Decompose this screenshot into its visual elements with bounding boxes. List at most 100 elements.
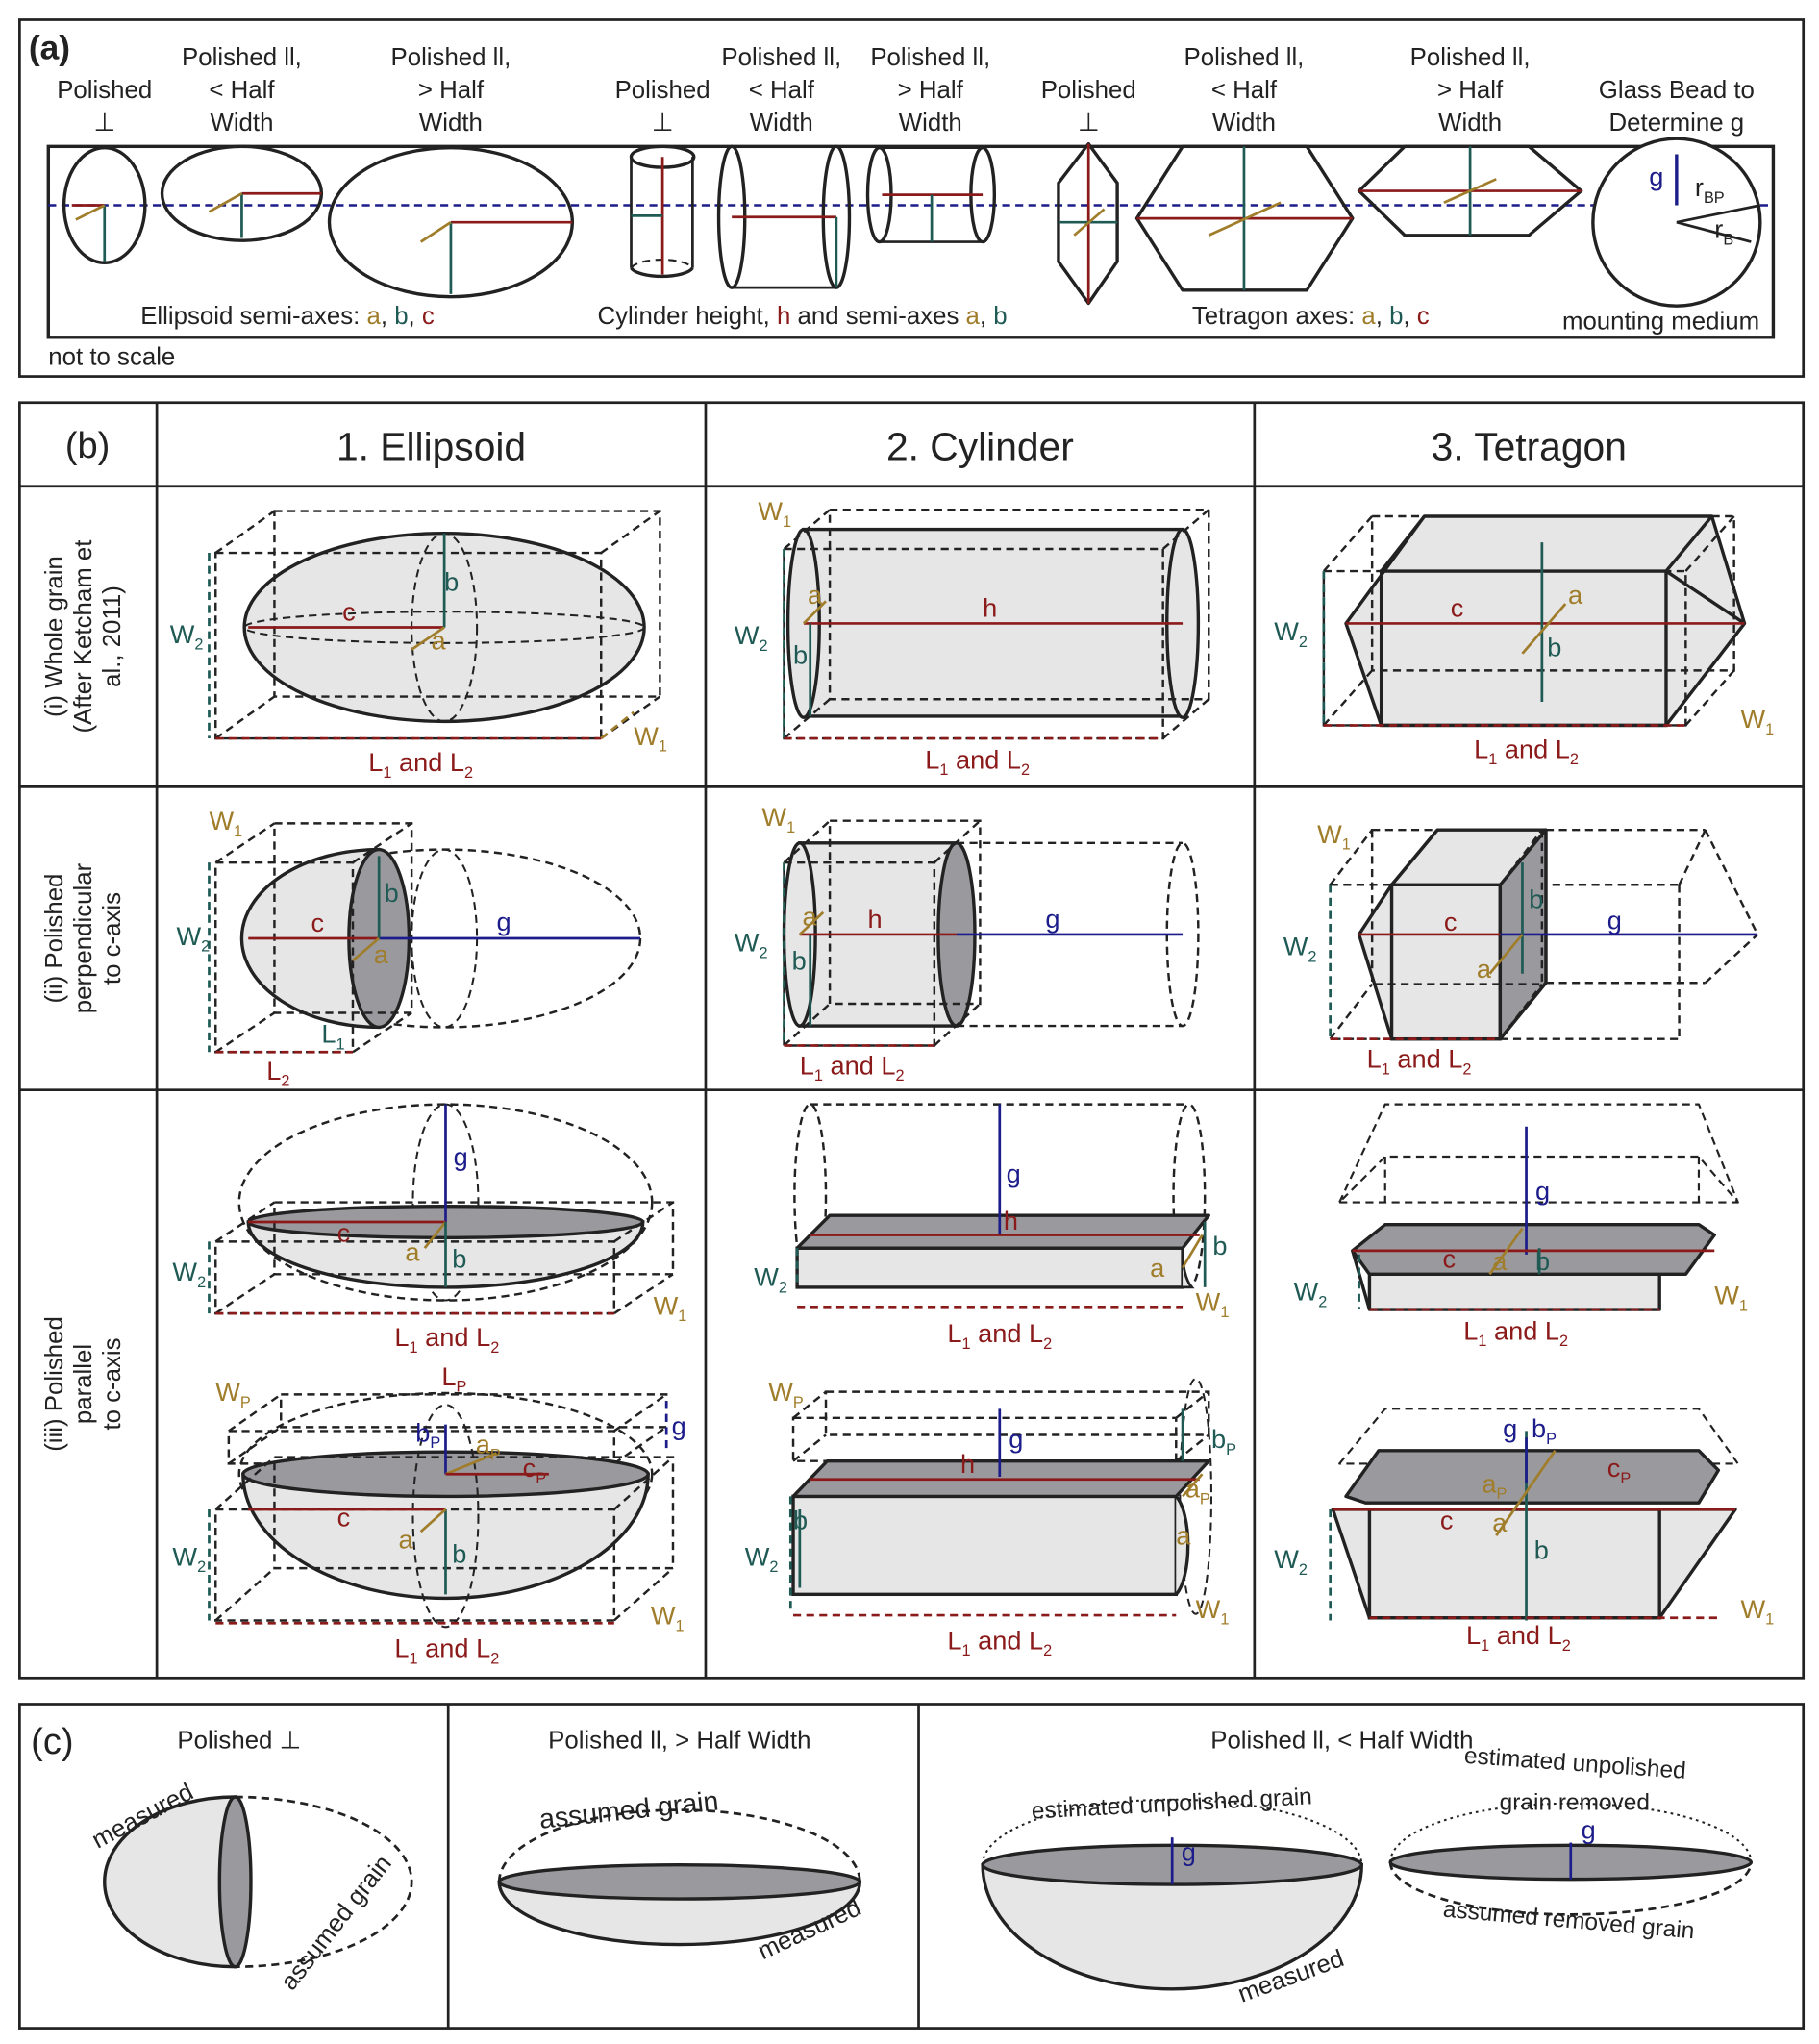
subscript: 2 <box>464 764 473 782</box>
bounding-box-edge <box>228 1426 282 1465</box>
g-label: g <box>672 1411 686 1441</box>
text-part: h <box>868 904 883 934</box>
text-part: estimated unpolished <box>1463 1743 1686 1784</box>
axis-line <box>1664 514 1713 573</box>
text-part: Polished ll, <box>870 44 990 71</box>
b-label: b <box>1529 885 1543 914</box>
axis-line <box>423 1221 447 1249</box>
axis-line <box>1390 829 1439 886</box>
g-label: g <box>1535 1176 1550 1206</box>
row-label: to c-axis <box>99 892 126 985</box>
text-part: Polished ⊥ <box>177 1728 301 1755</box>
h-label: h <box>983 593 997 623</box>
text-part: , <box>409 303 422 330</box>
text-part: L <box>925 744 939 774</box>
text-part: W <box>654 1290 679 1320</box>
text-part: Width <box>210 110 273 137</box>
text-part: grain removed <box>1500 1790 1650 1816</box>
axis-line <box>444 1452 498 1476</box>
ap-label: aP <box>1482 1468 1507 1503</box>
g-label: g <box>1009 1424 1023 1454</box>
text-part: c <box>523 1453 536 1483</box>
text-part: L <box>266 1056 281 1085</box>
column-header: > Half <box>898 77 964 104</box>
text-part: b <box>1534 1535 1549 1565</box>
l1-l2-label: L1 and L2 <box>368 747 473 782</box>
g-label: g <box>1649 162 1663 191</box>
text-part: and <box>391 747 449 777</box>
subscript: 1 <box>1220 1611 1229 1629</box>
subscript: 2 <box>760 944 768 961</box>
ellipse-outline <box>497 1862 862 1901</box>
w1-label: W1 <box>758 496 791 531</box>
w1-label: W1 <box>1740 704 1774 738</box>
assumed-removed-grain-label: assumed removed grain <box>1442 1897 1696 1945</box>
tetragon-caption: Tetragon axes: a, b, c <box>1192 303 1430 330</box>
polygon-outline <box>1338 1408 1739 1465</box>
text-part: a <box>1176 1521 1191 1551</box>
w1-label: W1 <box>634 721 667 756</box>
text-part: c <box>1443 1244 1457 1274</box>
bounding-box-edge <box>792 1390 827 1419</box>
text-part: and <box>418 1322 476 1352</box>
column-header: Polished ll, <box>182 44 302 71</box>
w2-label: W2 <box>754 1262 787 1297</box>
text-part: > Half <box>418 77 485 104</box>
subscript: P <box>1546 1431 1557 1448</box>
bounding-box-edge <box>214 1011 276 1054</box>
path-outline <box>1388 1861 1753 1916</box>
l1-l2-label: L1 and L2 <box>947 1625 1052 1659</box>
bounding-box-back <box>824 1390 1210 1436</box>
text-part: 1. Ellipsoid <box>336 425 526 469</box>
text-part: a <box>1492 1246 1508 1276</box>
text-part: r <box>1695 172 1704 202</box>
bounding-box-edge <box>933 1003 982 1047</box>
axis-line <box>1488 1227 1524 1276</box>
axis-line <box>1182 1473 1204 1498</box>
text-part: L <box>441 1361 456 1391</box>
w1-label: W1 <box>651 1601 685 1635</box>
subscript: 2 <box>490 1650 499 1667</box>
text-part: < Half <box>209 77 275 104</box>
path-outline <box>497 1808 861 1882</box>
a-label: a <box>1492 1508 1508 1537</box>
ap-label: aP <box>1185 1474 1210 1508</box>
column-header: < Half <box>749 77 815 104</box>
text-part: c <box>422 303 435 330</box>
ellipse-outline <box>411 1404 480 1629</box>
text-part: a <box>1150 1253 1165 1283</box>
text-part: b <box>1532 1413 1546 1443</box>
text-part: W <box>758 496 783 526</box>
c-label: c <box>1440 1505 1454 1534</box>
text-part: W <box>1274 616 1299 646</box>
b-label: b <box>444 566 459 596</box>
subscript: 2 <box>1318 1293 1327 1310</box>
text-part: b <box>1211 1424 1226 1454</box>
c-label: c <box>1444 907 1458 936</box>
subscript: 1 <box>1342 836 1351 854</box>
axis-line <box>798 910 825 935</box>
axis-line <box>1181 1234 1204 1269</box>
b-label: b <box>1547 632 1561 661</box>
subscript: 1 <box>1382 1060 1390 1078</box>
subscript: 2 <box>896 1067 905 1084</box>
bounding-box-edge <box>214 1567 276 1622</box>
wp-label: WP <box>215 1377 251 1411</box>
subscript: P <box>536 1470 546 1487</box>
text-part: and <box>971 1318 1029 1348</box>
text-part: g <box>672 1411 686 1441</box>
column-header: Width <box>899 110 962 137</box>
a-label: a <box>1492 1246 1508 1276</box>
subscript: B <box>1723 231 1733 248</box>
text-part: a <box>476 1430 491 1459</box>
w1-label: W1 <box>654 1290 687 1325</box>
subscript: 1 <box>410 1339 418 1357</box>
text-part: a <box>366 303 381 330</box>
text-part: h <box>777 303 790 330</box>
polygon-outline <box>795 1213 1210 1250</box>
panel-b-label: (b) <box>65 426 111 466</box>
bounding-box-edge <box>783 698 831 739</box>
subscript: 1 <box>939 761 948 779</box>
text-part: , <box>381 303 394 330</box>
